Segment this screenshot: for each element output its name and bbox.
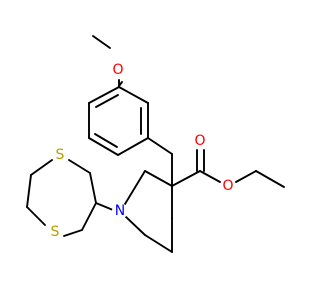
bond-methyl-o <box>92 35 111 49</box>
bond-ring-f <box>88 86 120 104</box>
bonds <box>26 35 285 253</box>
bond-ch2ll-slower <box>26 206 46 226</box>
bond-n-ch2b <box>124 215 146 236</box>
atom-o-carbonyl: O <box>194 133 205 149</box>
bond-quat-carbonylc <box>171 170 201 187</box>
atom-s-upper: S <box>56 147 65 163</box>
atom-s-lower: S <box>51 224 60 240</box>
bond-oester-ch2 <box>235 170 257 183</box>
atom-n-piperidine: N <box>115 203 125 219</box>
bond-ch2lo-ch <box>81 202 97 231</box>
bond-ring-inner-2 <box>94 133 118 148</box>
bond-carbonylc-oester <box>199 170 221 183</box>
atom-o-ester: O <box>222 178 233 194</box>
bond-ch2b-ch2c <box>144 234 173 253</box>
bond-quat-ch2a <box>144 170 173 187</box>
bond-ch2l-ch2ll <box>26 174 32 208</box>
bond-ch2a-n <box>124 170 146 205</box>
bond-ch-ch2up <box>89 172 97 204</box>
bond-ring-inner-3 <box>95 94 119 108</box>
bond-ch2-ch3 <box>255 170 285 188</box>
atom-labels: O O O N S S <box>47 62 236 240</box>
bond-supper-ch2l <box>30 159 53 176</box>
bond-ring-a <box>118 86 149 104</box>
bond-ring-c <box>117 137 149 156</box>
bond-ring-ch2 <box>147 137 173 155</box>
bond-n-ch <box>95 202 114 211</box>
bond-ring-d <box>88 137 119 156</box>
bond-slower-ch2lo <box>63 229 83 237</box>
bond-ch2up-supper <box>68 159 91 174</box>
molecule-structure-diagram: O O O N S S <box>26 35 285 253</box>
atom-o-methoxy: O <box>112 62 123 78</box>
